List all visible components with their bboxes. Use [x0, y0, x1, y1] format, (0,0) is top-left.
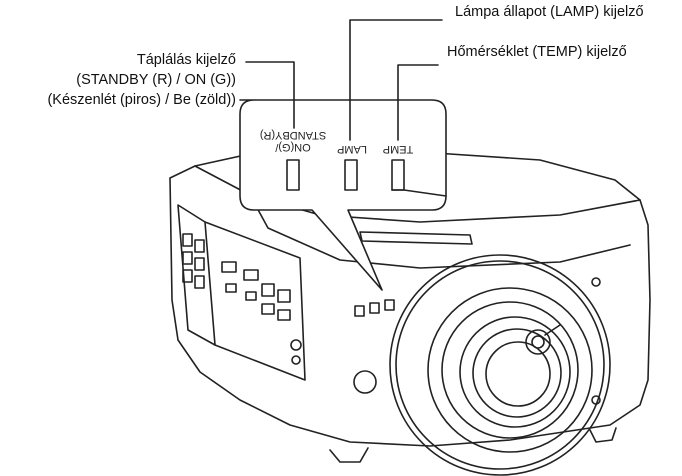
callout-bubble	[239, 99, 447, 291]
lamp-leader-line	[349, 19, 443, 141]
panel-temp-label: TEMP	[383, 143, 414, 155]
temp-indicator-label: Hőmérséklet (TEMP) kijelző	[447, 44, 627, 60]
panel-standby-label-line2: ON(G)/	[274, 141, 310, 153]
power-led-slot	[286, 159, 300, 191]
power-indicator-label-line2: (STANDBY (R) / ON (G))	[76, 72, 236, 88]
power-indicator-label-line3: (Készenlét (piros) / Be (zöld))	[47, 92, 236, 108]
power-indicator-label: Táplálás kijelző (STANDBY (R) / ON (G)) …	[47, 50, 236, 110]
temp-leader-line	[397, 64, 439, 141]
lamp-indicator-label: Lámpa állapot (LAMP) kijelző	[455, 4, 644, 20]
panel-lamp-label: LAMP	[337, 143, 367, 155]
lamp-led-slot	[344, 159, 358, 191]
panel-standby-label-line1: STANDBY(R)	[260, 129, 326, 141]
power-indicator-label-line1: Táplálás kijelző	[136, 52, 236, 68]
power-leader-line	[245, 61, 295, 129]
